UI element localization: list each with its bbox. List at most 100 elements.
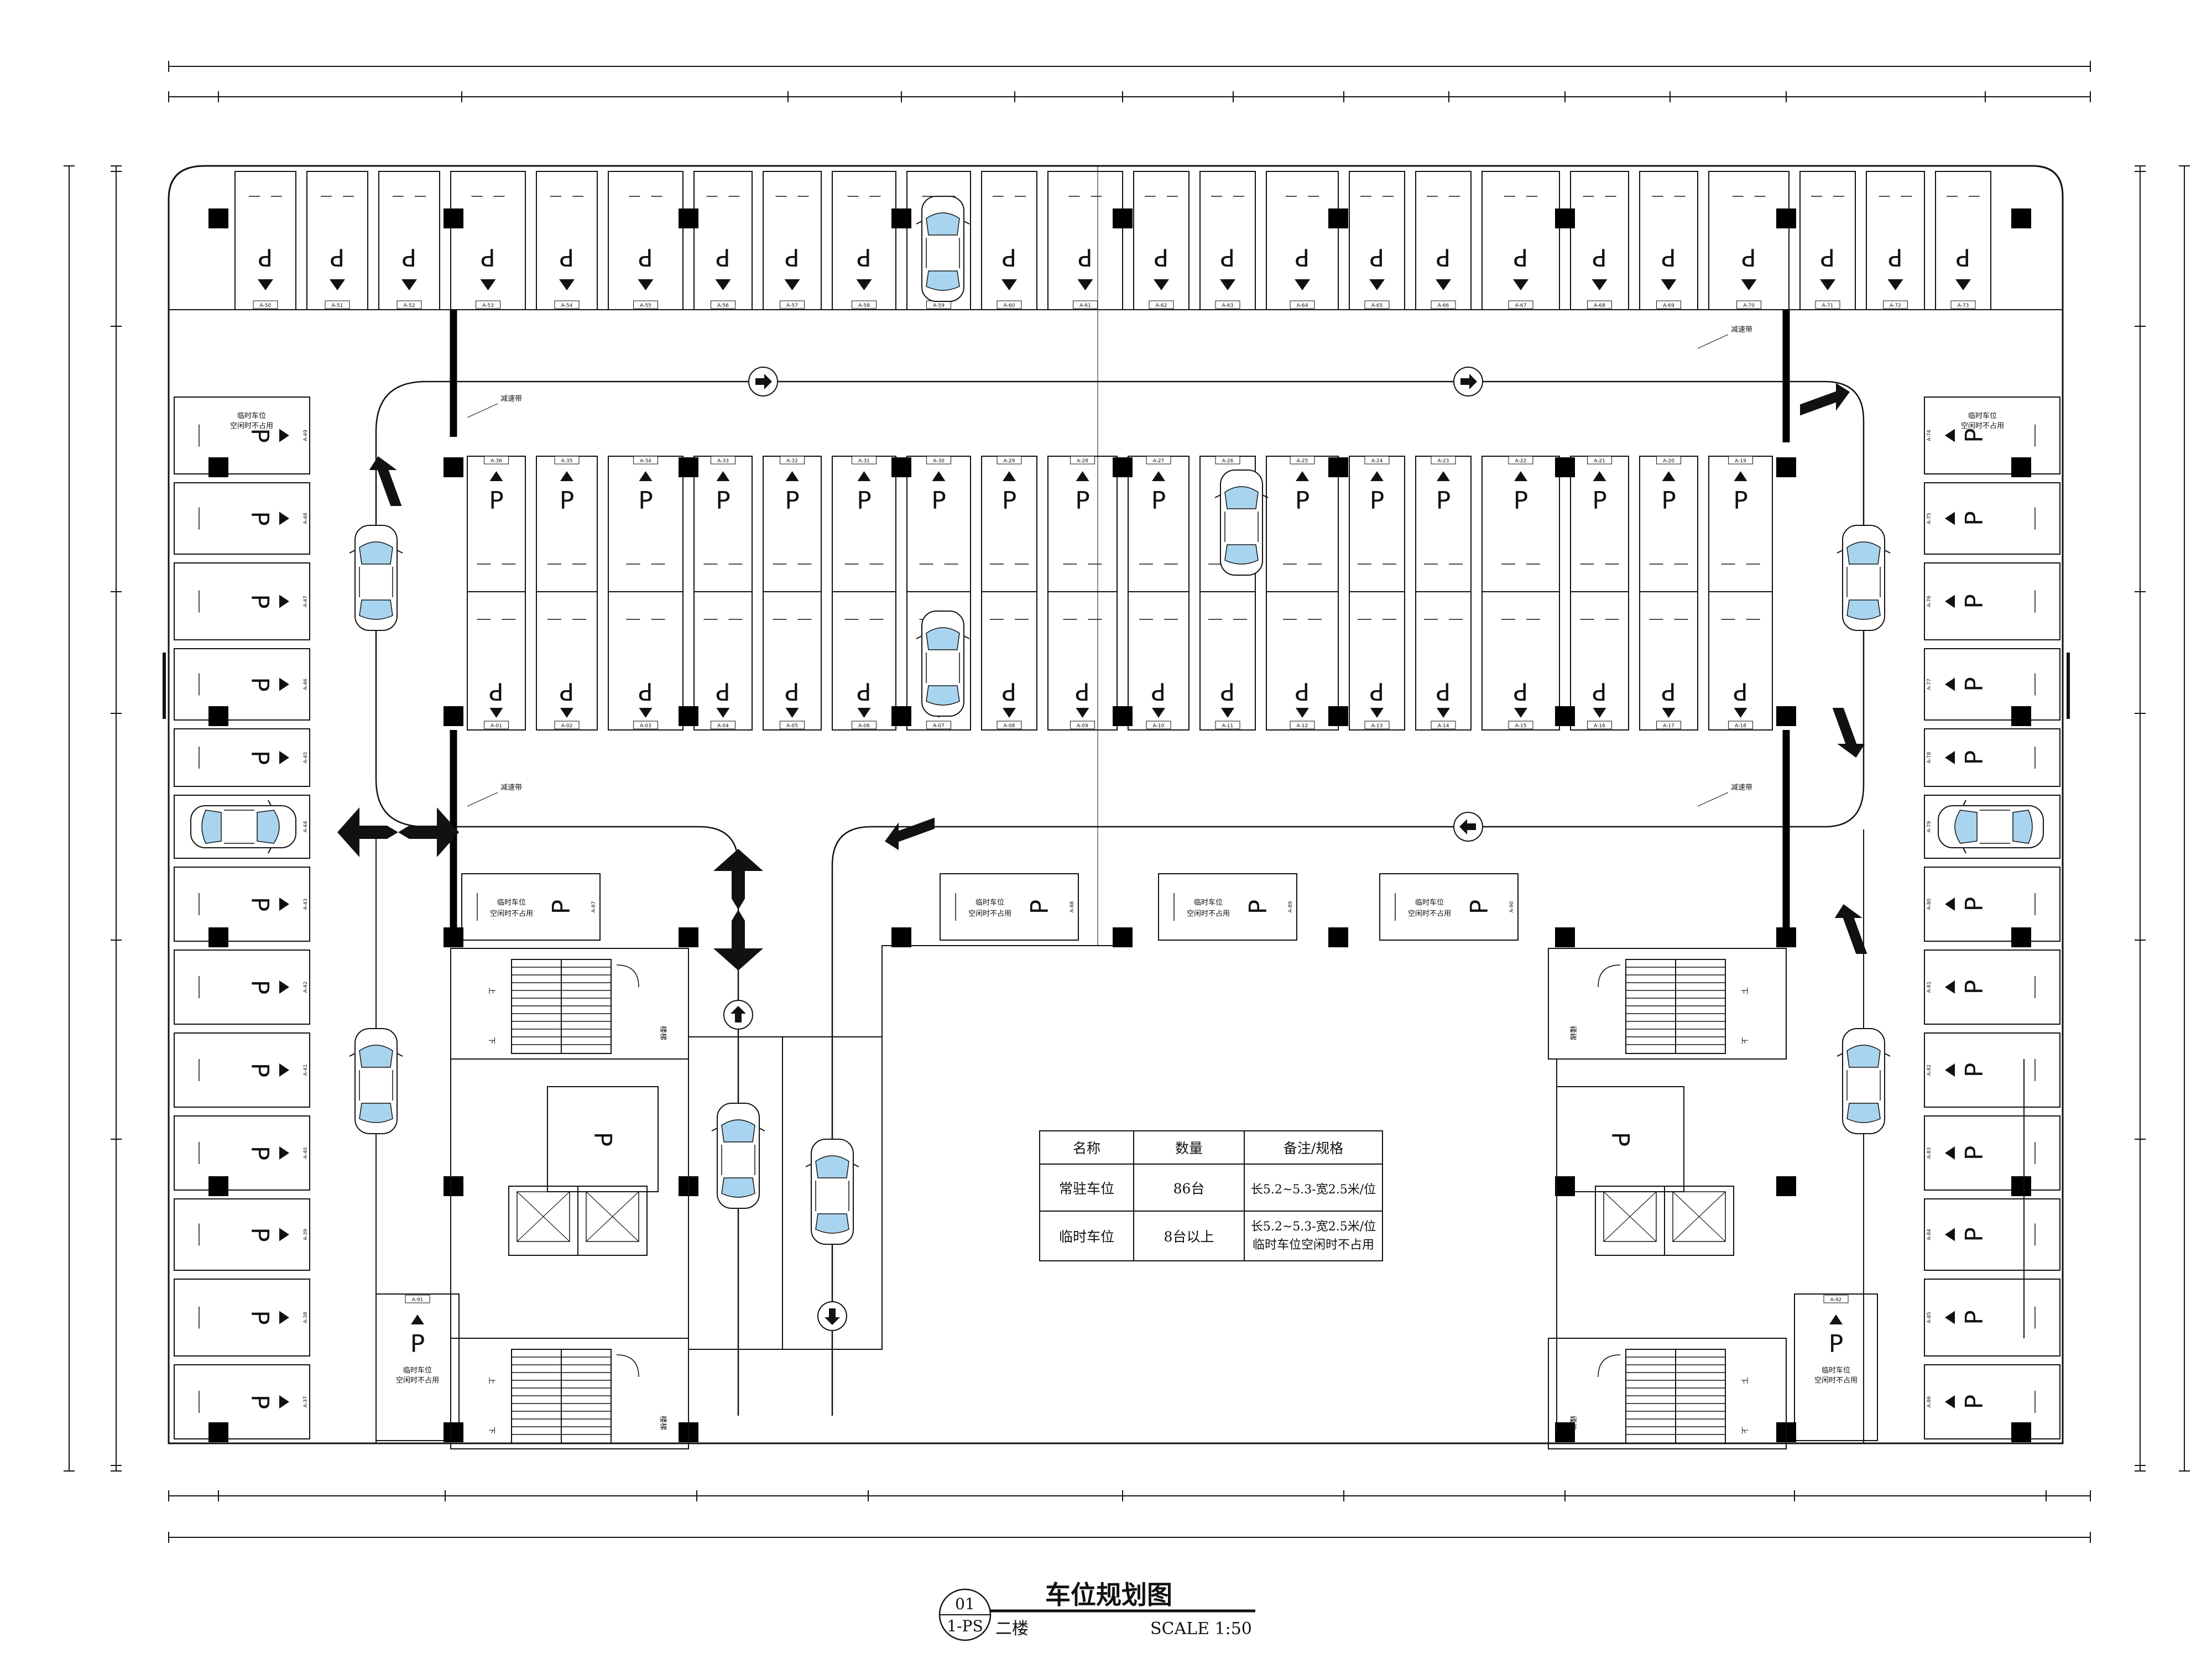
top-row-spot	[1639, 171, 1698, 310]
spot-code: A-52	[404, 303, 415, 309]
top-row-spot	[1481, 171, 1560, 310]
middle-lower-spot	[1128, 591, 1190, 731]
spot-code-box	[1290, 721, 1315, 729]
leader-line	[1697, 792, 1729, 807]
temp-spot-label: 临时车位	[1822, 1366, 1850, 1375]
parking-p-mark: P	[1741, 243, 1756, 271]
direction-arrow	[785, 708, 799, 718]
turn-arrow-glyph	[1832, 708, 1865, 758]
stair-up-mark: 上	[1741, 1377, 1750, 1384]
structural-column	[1555, 1422, 1575, 1442]
fork-arrow-right	[398, 807, 459, 857]
turn-arrow	[885, 817, 935, 851]
top-row-spot	[1708, 171, 1790, 310]
spot-code-box	[926, 721, 951, 729]
right-column-spot	[1924, 482, 2060, 555]
spot-code: A-37	[303, 1396, 309, 1408]
spot-code-box	[711, 456, 735, 465]
turn-arrow	[1834, 904, 1867, 954]
structural-column	[1555, 1176, 1575, 1196]
top-row-spot	[234, 171, 296, 310]
spot-code-box	[1290, 300, 1315, 309]
direction-arrow	[1593, 708, 1606, 718]
right-column-spot	[1924, 1364, 2060, 1439]
car-symbol	[805, 1139, 859, 1245]
top-row-spot	[608, 171, 684, 310]
elevator-cross	[586, 1191, 639, 1242]
legend-row2-qty: 8台以上	[1164, 1229, 1214, 1245]
spot-code-box	[1431, 300, 1456, 309]
direction-arrow	[1076, 471, 1089, 481]
spot-code-box	[484, 721, 509, 729]
parking-p-mark: P	[1956, 243, 1971, 271]
stair-up-mark: 上	[1741, 987, 1750, 994]
direction-arrow	[279, 594, 289, 608]
spot-code: A-90	[1509, 901, 1515, 912]
parking-p-mark: P	[246, 1063, 274, 1078]
right-column-spot	[1924, 1279, 2060, 1357]
car-symbol	[711, 1103, 765, 1209]
top-row-spot	[981, 171, 1037, 310]
spot-code: A-10	[1153, 723, 1165, 729]
middle-lower-spot	[1415, 591, 1472, 731]
spot-code-box	[1656, 721, 1681, 729]
spot-code-box	[1587, 300, 1612, 309]
direction-arrow	[279, 1228, 289, 1241]
direction-arrow	[639, 708, 653, 718]
elevator-cross	[517, 1191, 570, 1242]
legend-table: 名称 数量 备注/规格 常驻车位 86台 长5.2~5.3-宽2.5米/位 临时…	[1039, 1130, 1383, 1261]
parking-p-mark: P	[1960, 1310, 1989, 1325]
parking-p-mark: P	[857, 243, 872, 271]
spot-code: A-71	[1822, 303, 1834, 309]
parking-p-mark: P	[1220, 243, 1235, 271]
parking-p-mark: P	[716, 243, 731, 271]
spot-code-box	[554, 721, 580, 729]
temp-spot-label: 临时车位	[975, 898, 1004, 907]
parking-p-mark: P	[246, 511, 274, 526]
structural-column	[1328, 457, 1348, 477]
structural-column	[208, 457, 228, 477]
turn-arrow	[1800, 383, 1850, 416]
direction-arrow	[480, 279, 496, 290]
spot-code-box	[1736, 300, 1761, 309]
spot-code: A-24	[1371, 458, 1383, 464]
dimension-lines	[64, 61, 2190, 1543]
direction-arrow	[1945, 1395, 1955, 1408]
direction-arrow	[1741, 279, 1757, 290]
elevator-car	[586, 1191, 639, 1242]
parking-p-mark: P	[246, 1146, 274, 1161]
parking-p-mark: P	[1220, 677, 1235, 705]
car-symbol	[1837, 1028, 1891, 1134]
spot-code-box	[711, 300, 735, 309]
parking-p-mark: P	[931, 487, 946, 515]
direction-arrow	[1076, 708, 1089, 718]
parking-p-mark: P	[1075, 487, 1090, 515]
parking-p-mark: P	[1002, 243, 1017, 271]
stair-room	[1548, 948, 1787, 1060]
spot-code: A-91	[412, 1297, 424, 1303]
structural-column	[1113, 706, 1133, 726]
parking-p-mark: P	[1295, 677, 1310, 705]
arrow-glyph	[825, 1308, 840, 1325]
spot-code-box	[1823, 1295, 1849, 1303]
middle-lower-spot	[906, 591, 971, 731]
direction-arrow	[639, 471, 653, 481]
top-row-spot	[1799, 171, 1856, 310]
middle-lower-spot	[981, 591, 1037, 731]
parking-p-mark: P	[1026, 900, 1054, 915]
structural-column	[891, 927, 911, 947]
structural-column	[208, 1422, 228, 1442]
driveway-lane-line	[426, 380, 1865, 1416]
spot-code: A-44	[303, 821, 309, 832]
top-row-spot	[536, 171, 598, 310]
direction-arrow	[1662, 471, 1676, 481]
temp-spot-label: 临时车位	[1968, 411, 1997, 420]
direction-arrow	[1945, 898, 1955, 911]
temporary-spot	[1158, 873, 1297, 941]
parking-p-mark: P	[1154, 243, 1169, 271]
middle-lower-spot	[1639, 591, 1698, 731]
temporary-spot	[1379, 873, 1519, 941]
direction-arrow	[638, 279, 654, 290]
spot-code-box	[633, 721, 658, 729]
spot-code: A-09	[1077, 723, 1088, 729]
